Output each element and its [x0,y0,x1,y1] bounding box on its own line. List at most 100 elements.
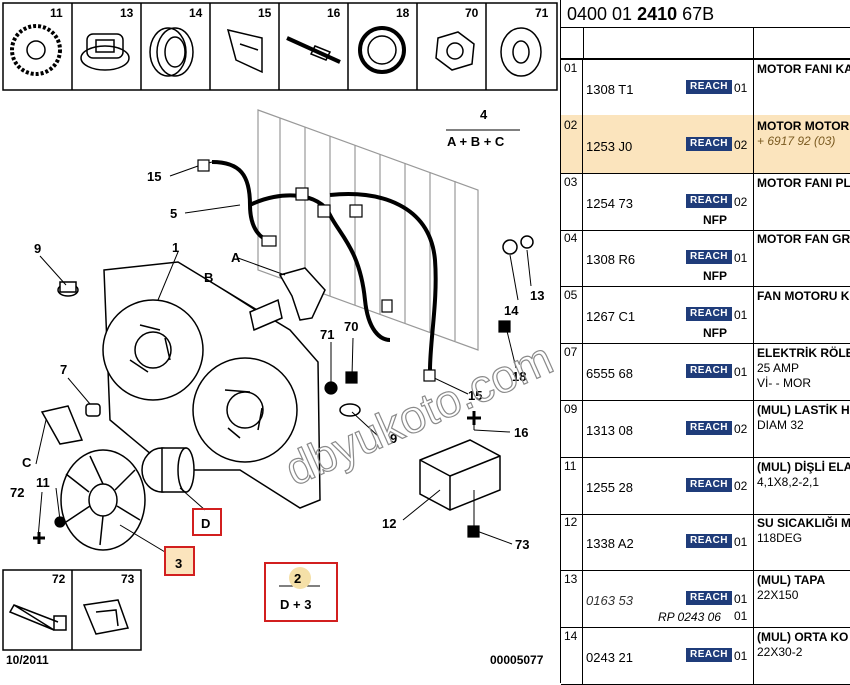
table-subheader [561,28,850,60]
nfp-flag: NFP [703,326,727,341]
part-number[interactable]: 6555 68 [586,366,633,381]
quantity: 01 [734,535,748,550]
part-description: MOTOR FAN GR [753,228,850,247]
part-number[interactable]: 0163 53 [586,593,633,609]
part-number[interactable]: 1254 73 [586,195,633,211]
callout-A: A [231,250,241,265]
fan-blades [60,449,146,551]
description-line: ELEKTRİK RÖLE [757,346,850,360]
reference-prefix: 0400 01 [567,4,638,24]
nfp-flag: NFP [703,212,727,227]
callout-12: 12 [382,516,396,531]
callout-5: 5 [170,206,177,221]
nfp-flag: NFP [703,269,727,284]
diagram-date: 10/2011 [6,653,49,667]
relay-module [419,439,501,511]
row-index: 04 [561,228,583,287]
part-number[interactable]: 1255 28 [586,479,633,495]
watermark: dbyukoto.com [277,332,560,496]
quantity: 02 [734,478,748,493]
part-description: MOTOR FANI PL [753,172,850,191]
callout-18: 18 [512,369,526,384]
quantity: 01 [734,649,748,663]
reach-badge: REACH [686,420,732,435]
callout-labels: 1 2 3 4 5 7 9 9 11 12 13 14 15 15 16 18 … [10,107,544,612]
row-index: 09 [561,398,583,457]
thumb-13-label: 13 [120,6,134,20]
description-line: (MUL) TAPA [757,573,826,588]
marker-symbols [33,159,511,589]
description-line: Vİ- - MOR [757,376,811,390]
thumb-70-label: 70 [465,6,479,20]
description-line: 25 AMP [757,361,800,375]
reach-badge: REACH [686,80,732,94]
reach-badge: REACH [686,364,732,378]
description-line: MOTOR FANI KA [757,62,850,76]
reach-badge: REACH [686,591,732,606]
quantity-secondary: 01 [734,609,748,624]
reach-badge: REACH [686,307,732,322]
callout-3: 3 [175,556,182,571]
leader-lines [35,129,532,587]
part-number[interactable]: 1308 R6 [586,252,636,268]
connectors [261,187,393,313]
description-line: SU SICAKLIĞI M [757,516,850,531]
thumb-14-label: 14 [189,6,203,20]
callout-1: 1 [172,240,179,255]
callout-73: 73 [515,537,529,552]
fan-motor [141,447,195,493]
description-line: 22X150 [757,588,799,603]
bottom-thumbnails [2,569,142,651]
reach-badge: REACH [686,136,732,151]
reference-suffix: 67B [677,4,715,24]
radiator [257,109,479,351]
part-number[interactable]: 1267 C1 [586,309,636,325]
description-line: (MUL) DİŞLİ ELA [757,459,850,474]
part-number[interactable]: 1308 T1 [586,82,634,97]
row-index: 14 [561,626,583,684]
quantity: 02 [734,137,748,152]
description-line: 118DEG [757,531,803,546]
description-line: MOTOR MOTOR [757,118,850,133]
thumb-16-label: 16 [327,6,341,20]
thumb-71-label: 71 [535,6,549,20]
reach-badge: REACH [686,648,732,662]
reach-badge: REACH [686,534,732,549]
callout-15-bottom: 15 [468,388,482,403]
thumbnail-frame [2,2,558,91]
part-number[interactable]: 1253 J0 [586,138,633,154]
callout-16: 16 [514,425,528,440]
row-index: 07 [561,342,583,400]
callout-7: 7 [60,362,67,377]
part-number[interactable]: 0243 21 [586,650,633,665]
description-line: + 6917 92 (03) [757,133,836,148]
row-index: 13 [561,569,583,628]
quantity: 01 [734,308,748,323]
part-number[interactable]: 1338 A2 [586,536,634,552]
part-number[interactable]: 1313 08 [586,422,633,438]
description-line: 4,1X8,2-2,1 [757,474,820,489]
thumbnail-labels: 11 13 14 15 16 18 70 71 [50,6,549,20]
row-index: 05 [561,285,583,344]
reference-header: 0400 01 2410 67B [561,0,850,28]
thumb-18-label: 18 [396,6,410,20]
callout-11: 11 [36,475,50,490]
